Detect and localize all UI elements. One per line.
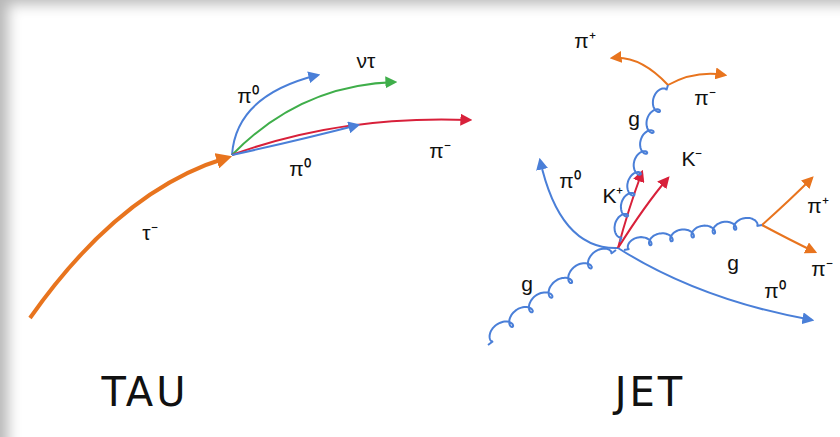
particle-label: π⁺ <box>807 195 829 216</box>
gluon-group <box>488 85 762 345</box>
pion-track <box>668 74 725 85</box>
particle-label: ντ <box>357 50 376 71</box>
particle-label: π⁻ <box>694 87 716 108</box>
tau-track <box>30 158 226 318</box>
gluon-line <box>488 249 616 345</box>
pion-track <box>612 58 668 85</box>
particle-label: g <box>521 273 533 294</box>
particle-label: π⁺ <box>574 30 596 51</box>
particle-label: K⁺ <box>602 185 623 206</box>
particle-label: K⁻ <box>681 148 702 169</box>
particle-label: g <box>727 252 739 273</box>
panel-title: JET <box>615 372 686 412</box>
neutrino-track <box>232 82 395 155</box>
gluon-line <box>615 85 669 242</box>
particle-label: π⁰ <box>764 280 786 301</box>
particle-label: π⁰ <box>237 85 259 106</box>
gluon-line <box>624 218 762 250</box>
particle-label: π⁻ <box>429 140 451 161</box>
pion-track <box>762 225 815 252</box>
pion-track <box>762 178 812 225</box>
pion-track <box>232 125 358 155</box>
particle-label: π⁻ <box>811 258 833 279</box>
panel-title: TAU <box>102 372 189 412</box>
particle-label: τ⁻ <box>142 222 157 243</box>
particle-label: g <box>628 108 640 129</box>
pion-track <box>618 248 812 320</box>
particle-label: π⁰ <box>559 170 581 191</box>
particle-label: π⁰ <box>289 158 311 179</box>
